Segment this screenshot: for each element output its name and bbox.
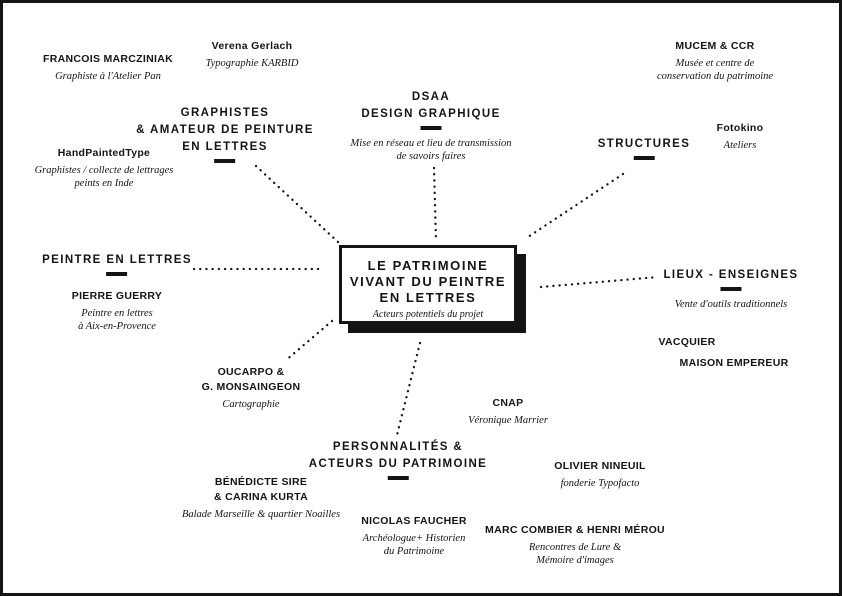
- member-desc: conservation du patrimoine: [656, 71, 774, 82]
- connector-center-lieux-enseignes: [539, 275, 660, 289]
- member-desc: Mémoire d'images: [536, 555, 614, 566]
- member-pierre-guerry: PIERRE GUERRY Peintre en lettres à Aix-e…: [72, 289, 162, 333]
- member-name: FRANCOIS MARCZINIAK: [43, 53, 173, 65]
- connector-center-structures: [523, 172, 625, 241]
- group-heading-line: & AMATEUR DE PEINTURE: [136, 124, 314, 136]
- group-heading-line: GRAPHISTES: [180, 107, 270, 119]
- member-handpaintedtype: HandPaintedType Graphistes / collecte de…: [35, 146, 174, 190]
- member-fotokino: Fotokino Ateliers: [717, 121, 764, 152]
- heading-underline: [720, 287, 742, 291]
- group-heading-line: PERSONNALITÉS &: [332, 441, 464, 453]
- member-name: NICOLAS FAUCHER: [361, 515, 467, 527]
- member-name: BÉNÉDICTE SIRE: [214, 476, 308, 488]
- center-node: LE PATRIMOINE VIVANT DU PEINTRE EN LETTR…: [339, 245, 517, 324]
- member-desc: Musée et centre de: [675, 58, 755, 69]
- group-heading-peintre-en-lettres: PEINTRE EN LETTRES: [42, 252, 192, 276]
- member-desc: Balade Marseille & quartier Noailles: [181, 509, 341, 520]
- member-marc-henri: MARC COMBIER & HENRI MÉROU Rencontres de…: [485, 523, 665, 567]
- member-desc: Ateliers: [723, 140, 757, 151]
- group-heading-structures: STRUCTURES: [598, 136, 691, 160]
- member-name: PIERRE GUERRY: [71, 290, 163, 302]
- group-heading-lieux-enseignes: LIEUX - ENSEIGNES Vente d'outils traditi…: [664, 267, 799, 311]
- heading-underline: [387, 476, 409, 480]
- connector-lines: [192, 164, 660, 437]
- heading-underline: [214, 159, 236, 163]
- member-desc: à Aix-en-Provence: [78, 321, 156, 332]
- member-verena-gerlach: Verena Gerlach Typographie KARBID: [206, 39, 299, 70]
- group-heading-line: PEINTRE EN LETTRES: [42, 254, 192, 266]
- member-name: G. MONSAINGEON: [201, 381, 301, 393]
- member-desc: Typographie KARBID: [205, 58, 299, 69]
- heading-underline: [106, 272, 128, 276]
- member-oucarpo: OUCARPO & G. MONSAINGEON Cartographie: [202, 365, 301, 411]
- center-title-line: VIVANT DU PEINTRE: [349, 274, 507, 289]
- connector-center-graphistes: [254, 164, 340, 244]
- group-desc: Vente d'outils traditionnels: [674, 299, 788, 310]
- group-desc: Mise en réseau et lieu de transmission: [350, 138, 512, 149]
- member-desc: Graphistes / collecte de lettrages: [34, 165, 174, 176]
- member-nicolas-faucher: NICOLAS FAUCHER Archéologue+ Historien d…: [361, 514, 466, 558]
- member-name: Verena Gerlach: [211, 40, 293, 52]
- member-name: VACQUIER: [658, 336, 716, 348]
- member-vacquier: VACQUIER: [658, 335, 715, 350]
- group-heading-line: STRUCTURES: [597, 138, 691, 150]
- member-desc: Rencontres de Lure &: [528, 542, 622, 553]
- member-name: OLIVIER NINEUIL: [554, 460, 646, 472]
- member-benedicte-carina: BÉNÉDICTE SIRE & CARINA KURTA Balade Mar…: [182, 475, 340, 521]
- group-heading-line: EN LETTRES: [182, 141, 268, 153]
- connector-center-dsaa: [432, 166, 438, 242]
- group-heading-line: DSAA: [411, 91, 451, 103]
- group-heading-dsaa: DSAA DESIGN GRAPHIQUE Mise en réseau et …: [351, 89, 512, 163]
- member-name: MAISON EMPEREUR: [679, 357, 789, 369]
- group-heading-graphistes: GRAPHISTES & AMATEUR DE PEINTURE EN LETT…: [136, 105, 314, 163]
- member-name: OUCARPO &: [217, 366, 285, 378]
- connector-center-personnalites: [395, 341, 422, 437]
- heading-underline: [633, 156, 655, 160]
- member-francois-marcziniak: FRANCOIS MARCZINIAK Graphiste à l'Atelie…: [43, 52, 173, 83]
- member-name: CNAP: [492, 397, 524, 409]
- connector-center-oucarpo: [283, 319, 334, 363]
- group-heading-line: ACTEURS DU PATRIMOINE: [308, 458, 488, 470]
- member-name: Fotokino: [716, 122, 764, 134]
- center-subtitle: Acteurs potentiels du projet: [372, 309, 484, 320]
- group-desc: de savoirs faires: [396, 151, 466, 162]
- member-desc: Archéologue+ Historien: [362, 533, 466, 544]
- member-desc: Graphiste à l'Atelier Pan: [55, 71, 161, 82]
- member-desc: Peintre en lettres: [81, 308, 153, 319]
- member-name: MARC COMBIER & HENRI MÉROU: [485, 524, 665, 536]
- member-cnap: CNAP Véronique Marrier: [468, 396, 548, 427]
- heading-underline: [420, 126, 442, 130]
- member-desc: Véronique Marrier: [468, 415, 548, 426]
- group-heading-line: DESIGN GRAPHIQUE: [361, 108, 501, 120]
- member-desc: peints en Inde: [74, 178, 134, 189]
- member-mucem-ccr: MUCEM & CCR Musée et centre de conservat…: [657, 39, 773, 83]
- member-name: MUCEM & CCR: [675, 40, 755, 52]
- member-name: HandPaintedType: [57, 147, 151, 159]
- member-desc: Cartographie: [222, 399, 280, 410]
- member-olivier-nineuil: OLIVIER NINEUIL fonderie Typofacto: [554, 459, 645, 490]
- member-name: & CARINA KURTA: [213, 491, 309, 503]
- member-desc: du Patrimoine: [383, 546, 445, 557]
- group-heading-personnalites: PERSONNALITÉS & ACTEURS DU PATRIMOINE: [309, 439, 487, 480]
- center-title-line: LE PATRIMOINE: [367, 258, 489, 273]
- member-maison-empereur: MAISON EMPEREUR: [680, 356, 789, 371]
- center-title-line: EN LETTRES: [379, 290, 477, 305]
- group-heading-line: LIEUX - ENSEIGNES: [663, 269, 799, 281]
- member-desc: fonderie Typofacto: [560, 478, 640, 489]
